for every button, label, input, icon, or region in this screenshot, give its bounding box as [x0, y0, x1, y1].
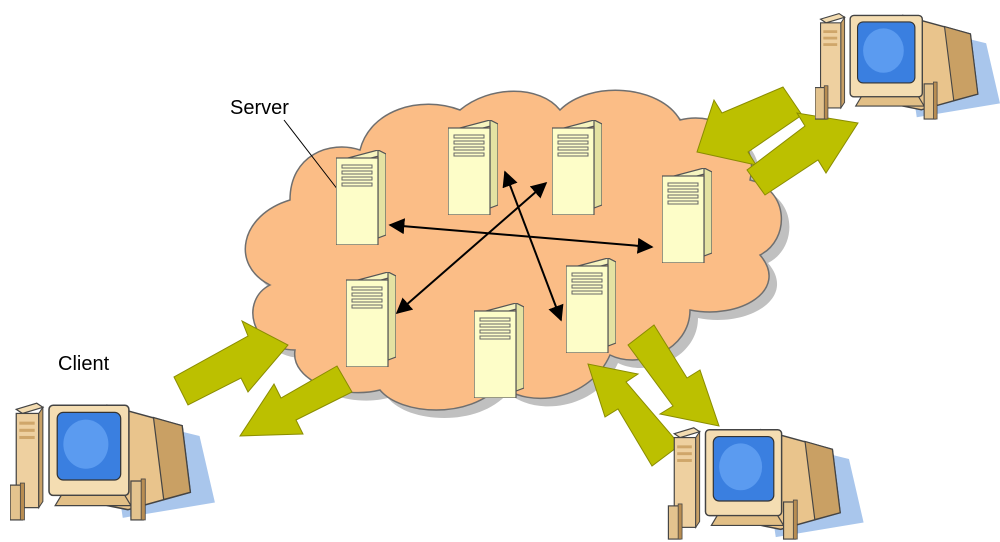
flow-arrow	[627, 324, 720, 427]
flow-arrow	[587, 363, 681, 467]
server-link-arrow	[502, 170, 564, 322]
server-icon	[662, 168, 712, 263]
flow-arrow	[696, 86, 803, 166]
client-computer-icon	[815, 12, 1000, 120]
client-flow-arrows	[173, 86, 859, 467]
client-computer-icon	[10, 402, 215, 521]
flow-arrow	[173, 319, 289, 406]
server-icon	[336, 150, 386, 245]
client-computer-icon	[667, 427, 865, 540]
server-icon	[474, 303, 524, 398]
server-icon	[552, 120, 602, 215]
client-label: Client	[58, 353, 110, 375]
server-label: Server	[230, 97, 289, 119]
flow-arrow	[239, 365, 353, 437]
server-label-leader	[283, 119, 339, 191]
server-icon	[566, 258, 616, 353]
server-icon	[346, 272, 396, 367]
flow-arrow	[746, 112, 859, 196]
server-icon	[448, 120, 498, 215]
